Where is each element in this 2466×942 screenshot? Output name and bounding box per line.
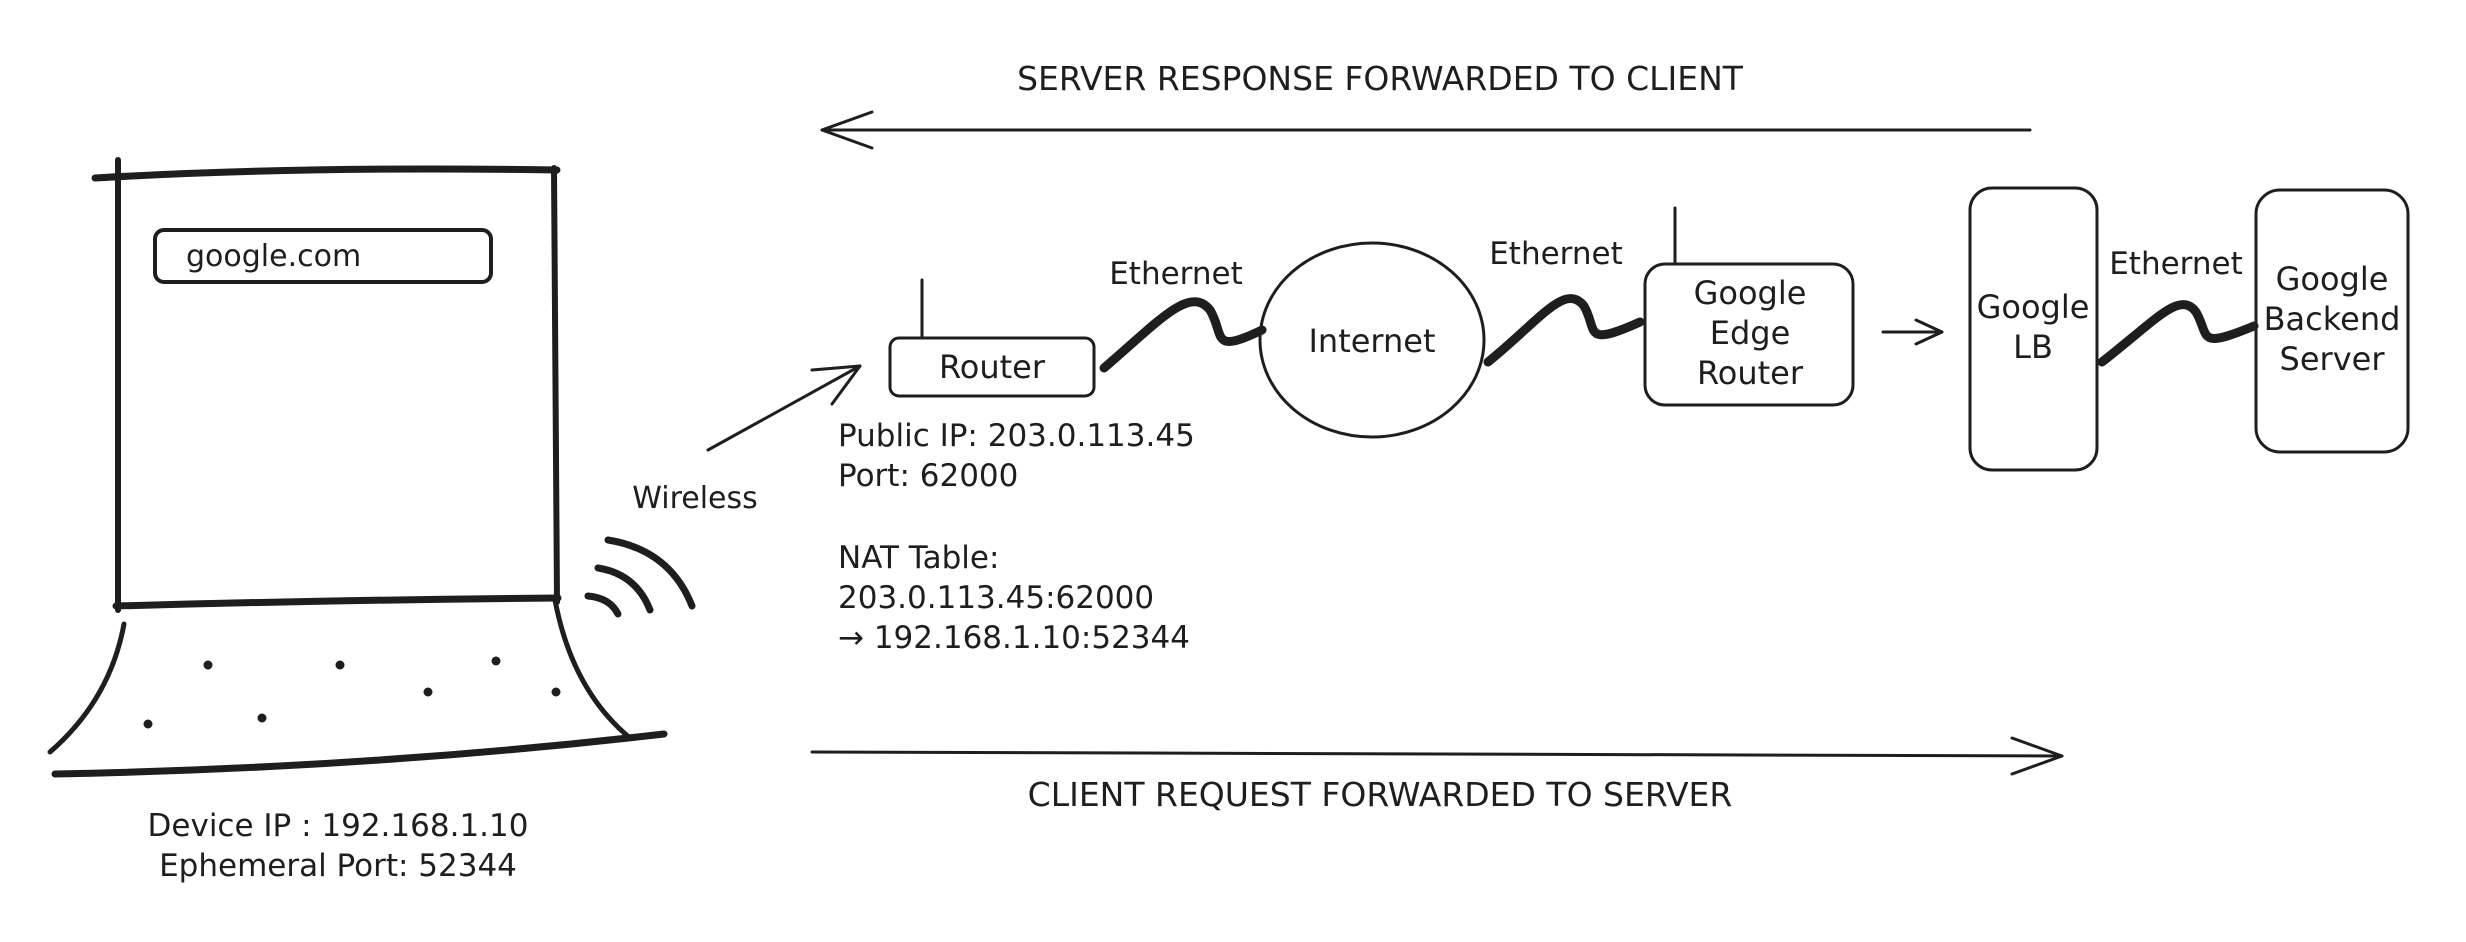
load-balancer-box (1968, 186, 2099, 472)
ethernet-label-3: Ethernet (2109, 246, 2243, 282)
backend-server-label-line-1: Google (2276, 260, 2389, 298)
address-bar-text: google.com (186, 239, 361, 274)
internet-cloud (1258, 241, 1486, 439)
router-box (888, 278, 1096, 398)
nat-table-title: NAT Table: (838, 540, 999, 576)
request-arrow-label: CLIENT REQUEST FORWARDED TO SERVER (1028, 775, 1733, 814)
response-arrow-label: SERVER RESPONSE FORWARDED TO CLIENT (1017, 59, 1744, 98)
wireless-label: Wireless (632, 481, 758, 516)
device-ip-label: Device IP : 192.168.1.10 (148, 808, 529, 844)
request-arrow (810, 736, 2064, 776)
edge-router-label-line-2: Edge (1710, 314, 1791, 352)
ethernet-cable-2 (1483, 294, 1645, 367)
internet-label: Internet (1308, 322, 1435, 360)
keyboard-dots (143, 656, 561, 729)
ephemeral-port-label: Ephemeral Port: 52344 (159, 848, 517, 884)
load-balancer-label-line-1: Google (1977, 288, 2090, 326)
router-port: Port: 62000 (838, 458, 1018, 494)
nat-table-line-2: → 192.168.1.10:52344 (838, 620, 1190, 656)
router-public-ip: Public IP: 203.0.113.45 (838, 418, 1195, 454)
wireless-signal-icon (584, 536, 696, 618)
laptop-icon (47, 157, 668, 778)
edge-to-lb-arrow (1881, 318, 1944, 346)
nat-table-line-1: 203.0.113.45:62000 (838, 580, 1154, 616)
ethernet-label-1: Ethernet (1109, 256, 1243, 292)
ethernet-cable-1 (1099, 297, 1267, 373)
backend-server-label-line-3: Server (2280, 340, 2386, 378)
response-arrow (820, 110, 2032, 150)
edge-router-box (1643, 206, 1855, 407)
edge-router-label-line-1: Google (1694, 274, 1807, 312)
backend-server-label-line-2: Backend (2264, 300, 2401, 338)
router-label: Router (939, 348, 1046, 386)
wireless-arrow (706, 364, 862, 452)
load-balancer-label-line-2: LB (2013, 328, 2053, 366)
ethernet-cable-3 (2097, 300, 2259, 367)
backend-server-box (2254, 188, 2410, 454)
edge-router-label-line-3: Router (1697, 354, 1804, 392)
ethernet-label-2: Ethernet (1489, 236, 1623, 272)
